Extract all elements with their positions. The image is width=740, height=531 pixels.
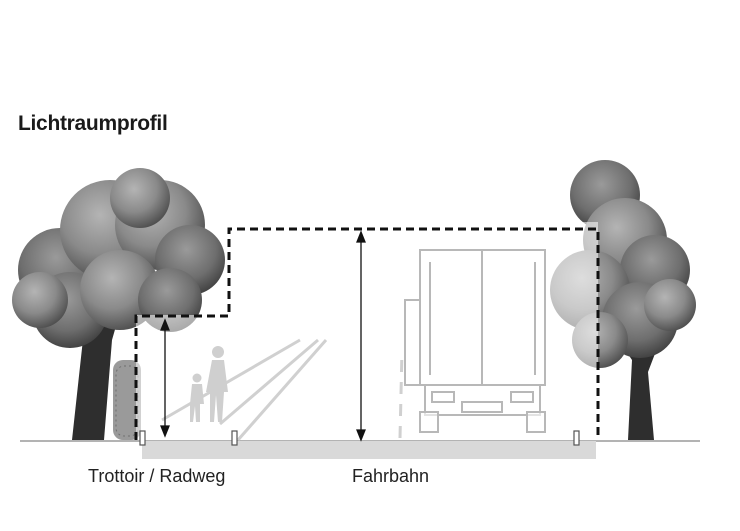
road-surface bbox=[142, 441, 596, 459]
road-lines bbox=[161, 338, 404, 441]
tree-left-icon bbox=[12, 168, 225, 440]
height-arrow-sidewalk-icon bbox=[160, 318, 170, 438]
label-roadway: Fahrbahn bbox=[352, 466, 430, 486]
truck-icon bbox=[404, 249, 546, 433]
height-arrow-roadway-icon bbox=[356, 230, 366, 442]
edge-posts bbox=[139, 430, 580, 446]
diagram-title: Lichtraumprofil bbox=[18, 112, 168, 135]
pedestrians-icon bbox=[190, 346, 228, 422]
clearance-profile-outline bbox=[134, 227, 600, 440]
label-sidewalk: Trottoir / Radweg bbox=[88, 466, 226, 486]
